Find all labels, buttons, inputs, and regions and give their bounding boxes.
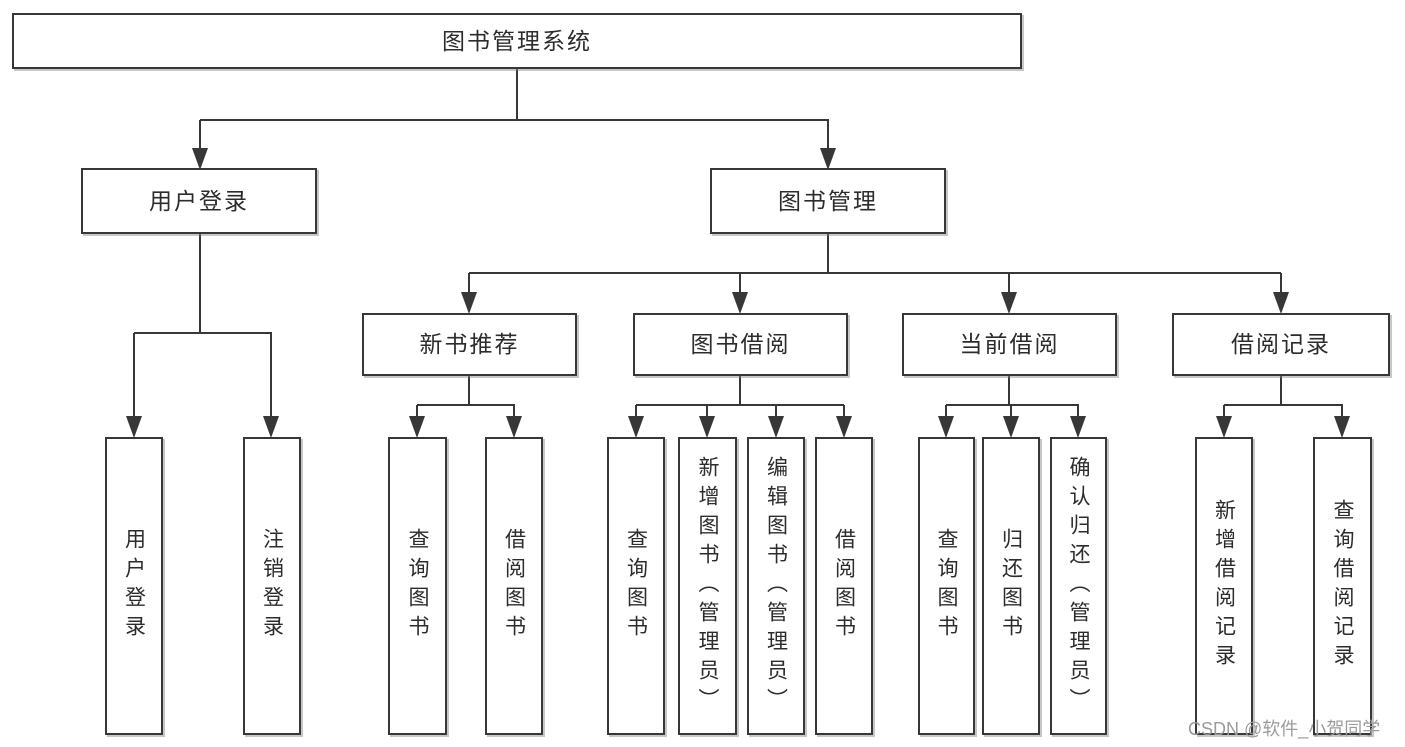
arrow-down-icon [192, 148, 208, 170]
leaf-query-books-recommend: 查询图书 [388, 437, 447, 735]
leaf-label: 查询图书 [406, 528, 430, 644]
connector-line [945, 405, 947, 419]
connector-line [200, 119, 829, 121]
node-label: 用户登录 [149, 188, 249, 214]
leaf-add-borrow-record: 新增借阅记录 [1195, 437, 1253, 735]
leaf-confirm-return-admin: 确认归还（管理员） [1050, 437, 1107, 735]
leaf-user-login: 用户登录 [105, 437, 163, 735]
connector-line [739, 273, 741, 295]
leaf-label: 新增借阅记录 [1212, 499, 1237, 673]
connector-line [1008, 273, 1010, 295]
connector-line [133, 333, 135, 419]
arrow-down-icon [409, 416, 425, 438]
node-user-login: 用户登录 [81, 168, 317, 234]
node-label: 图书借阅 [690, 332, 791, 357]
connector-line [199, 120, 201, 151]
connector-line [1223, 405, 1225, 419]
leaf-label: 查询图书 [624, 528, 649, 644]
arrow-down-icon [732, 292, 748, 314]
node-label: 图书管理系统 [442, 28, 592, 54]
node-book-borrowing: 图书借阅 [633, 313, 848, 376]
arrow-down-icon [1001, 292, 1017, 314]
arrow-down-icon [938, 416, 954, 438]
connector-line [516, 69, 518, 120]
arrow-down-icon [1003, 416, 1019, 438]
leaf-logout: 注销登录 [243, 437, 301, 735]
leaf-label: 注销登录 [260, 528, 285, 644]
connector-line [468, 273, 470, 295]
leaf-label: 借阅图书 [502, 528, 527, 644]
leaf-label: 确认归还（管理员） [1067, 455, 1091, 717]
arrow-down-icon [461, 292, 477, 314]
connector-line [199, 234, 201, 333]
connector-line [468, 376, 470, 405]
leaf-add-book-admin: 新增图书（管理员） [678, 437, 737, 735]
leaf-edit-book-admin: 编辑图书（管理员） [747, 437, 805, 735]
connector-line [827, 120, 829, 151]
connector-line [775, 405, 777, 419]
leaf-borrow-books-borrowing: 借阅图书 [815, 437, 873, 735]
node-new-book-recommend: 新书推荐 [362, 313, 577, 376]
arrow-down-icon [1273, 292, 1289, 314]
csdn-watermark: CSDN @软件_小贺同学 [1188, 719, 1381, 739]
arrow-down-icon [263, 416, 279, 438]
arrow-down-icon [126, 416, 142, 438]
node-label: 借阅记录 [1231, 332, 1331, 357]
arrow-down-icon [820, 148, 836, 170]
arrow-down-icon [1334, 416, 1350, 438]
arrow-down-icon [699, 416, 715, 438]
connector-line [635, 405, 637, 419]
node-label: 当前借阅 [959, 332, 1060, 357]
node-label: 新书推荐 [419, 332, 520, 357]
connector-line [134, 332, 272, 334]
connector-line [416, 405, 418, 419]
leaf-label: 借阅图书 [832, 528, 857, 644]
arrow-down-icon [1070, 416, 1086, 438]
connector-line [1224, 404, 1343, 406]
arrow-down-icon [1216, 416, 1232, 438]
connector-line [1341, 405, 1343, 419]
connector-line [946, 404, 1079, 406]
leaf-label: 查询图书 [935, 528, 959, 644]
connector-line [1280, 376, 1282, 405]
leaf-label: 用户登录 [122, 528, 147, 644]
leaf-return-book: 归还图书 [982, 437, 1040, 735]
connector-line [1077, 405, 1079, 419]
leaf-query-borrow-record: 查询借阅记录 [1313, 437, 1372, 735]
connector-line [417, 404, 515, 406]
arrow-down-icon [506, 416, 522, 438]
node-library-system: 图书管理系统 [12, 13, 1022, 69]
node-book-management: 图书管理 [710, 168, 946, 234]
arrow-down-icon [836, 416, 852, 438]
connector-line [513, 405, 515, 419]
leaf-query-books-current: 查询图书 [918, 437, 975, 735]
connector-line [1280, 273, 1282, 295]
connector-line [1008, 376, 1010, 405]
arrow-down-icon [768, 416, 784, 438]
leaf-label: 查询借阅记录 [1331, 499, 1355, 673]
leaf-label: 编辑图书（管理员） [764, 455, 789, 717]
connector-line [843, 405, 845, 419]
node-current-borrowing: 当前借阅 [902, 313, 1117, 376]
leaf-label: 归还图书 [999, 528, 1024, 644]
arrow-down-icon [628, 416, 644, 438]
connector-line [706, 405, 708, 419]
leaf-label: 新增图书（管理员） [696, 455, 720, 717]
connector-line [270, 333, 272, 419]
connector-line [739, 376, 741, 405]
connector-line [636, 404, 844, 406]
leaf-query-books-borrowing: 查询图书 [607, 437, 665, 735]
leaf-borrow-books-recommend: 借阅图书 [485, 437, 543, 735]
connector-line [1010, 405, 1012, 419]
node-borrowing-records: 借阅记录 [1172, 313, 1390, 376]
node-label: 图书管理 [778, 188, 878, 214]
connector-line [469, 272, 1281, 274]
connector-line [827, 234, 829, 273]
